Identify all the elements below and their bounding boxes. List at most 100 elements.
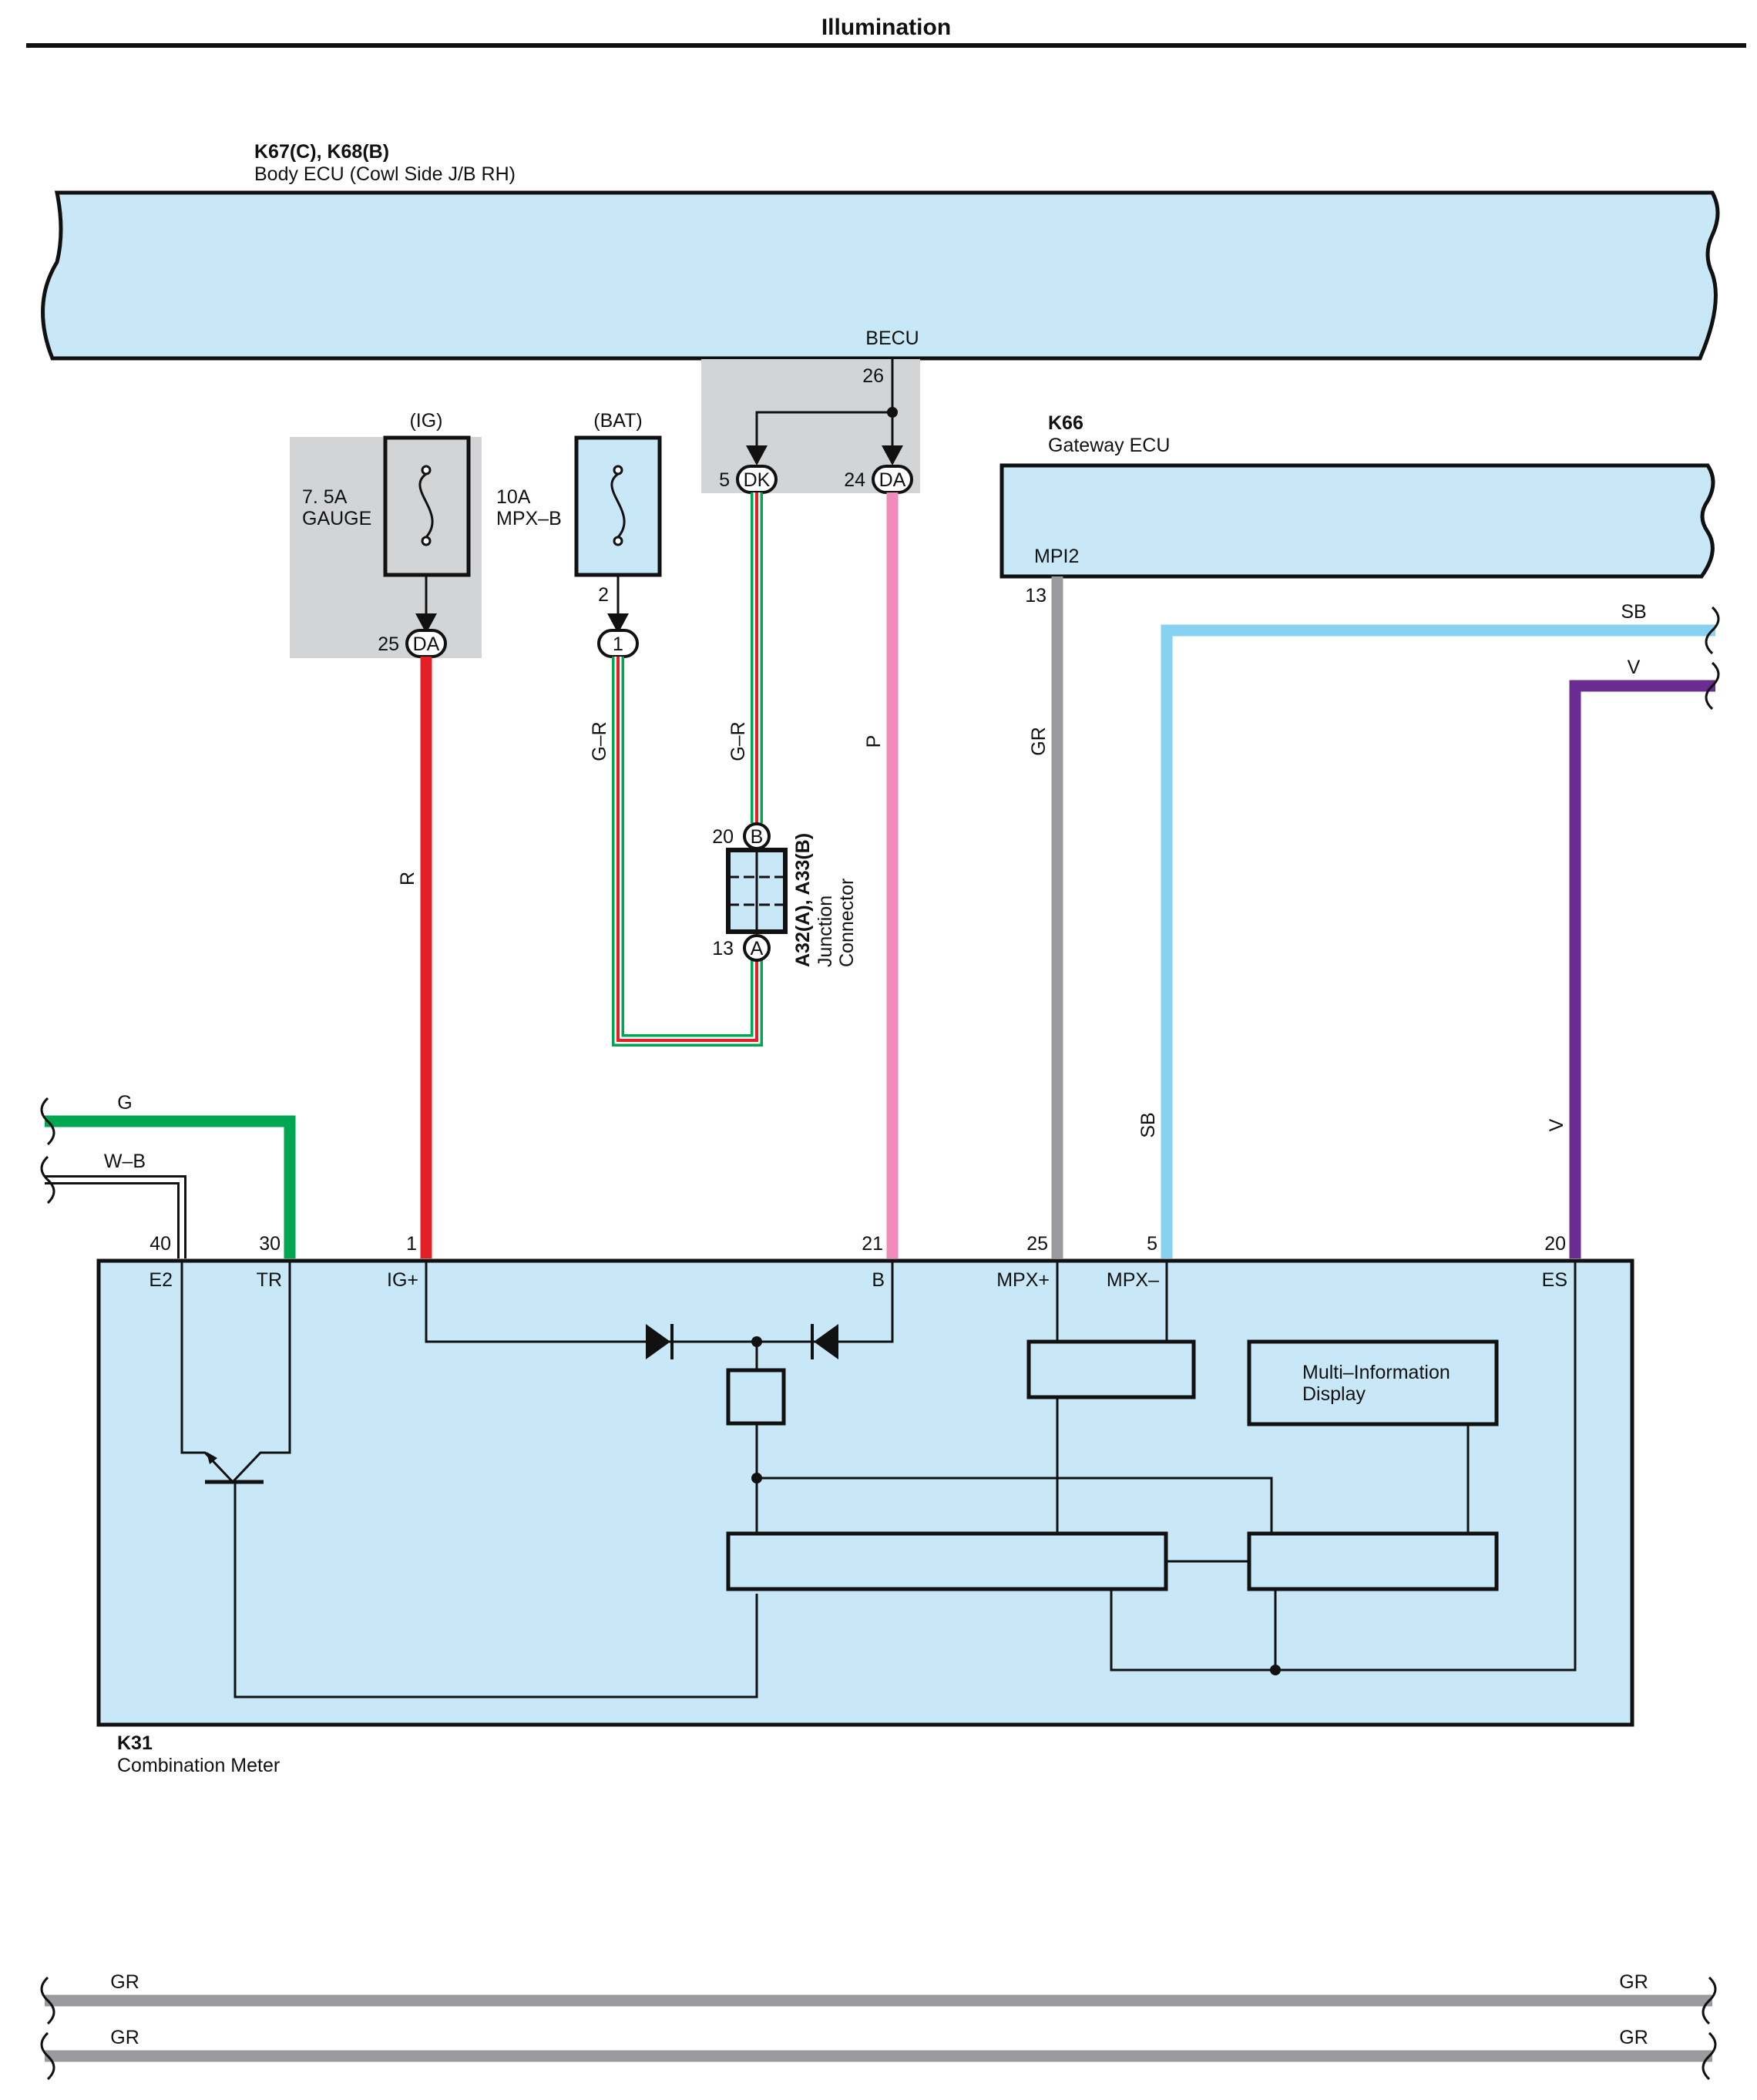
multi-info-display-label-2: Display (1302, 1383, 1366, 1405)
bottom-gr-1-right-label: GR (1619, 1971, 1648, 1993)
wire-g (45, 1115, 296, 1258)
meter-term-es: ES (1542, 1269, 1567, 1291)
fuse-ig-rating: 7. 5A (302, 486, 348, 508)
wire-wb-label: W–B (104, 1151, 146, 1172)
meter-name: Combination Meter (117, 1755, 280, 1776)
fuse-ig-header: (IG) (409, 410, 442, 432)
wire-sb-label: SB (1137, 1112, 1159, 1137)
wire-sb-break (1705, 606, 1720, 655)
wire-wb-inner (45, 1178, 184, 1258)
junction-conn-bottom-label: A (751, 938, 764, 959)
wire-v-right-label: V (1628, 657, 1641, 678)
diode-right (814, 1324, 838, 1359)
cpu-box (726, 1531, 1168, 1591)
wire-gr-dk-label: G–R (727, 721, 749, 761)
regulator-box (726, 1368, 786, 1426)
meter-term-e2: E2 (149, 1269, 173, 1291)
multi-info-display-box (1247, 1339, 1499, 1426)
fuse-ig-term-bottom (421, 536, 432, 546)
bottom-gr-1-left-label: GR (110, 1971, 139, 1993)
fuse-ig-conn-label: DA (413, 633, 440, 655)
meter-term-ig: IG+ (387, 1269, 418, 1291)
wire-gr-gateway-label: GR (1028, 727, 1050, 756)
bottom-gr-2-left-label: GR (110, 2027, 139, 2048)
da24-conn-label: DA (879, 469, 906, 491)
fuse-bat-name: MPX–B (496, 508, 562, 529)
meter-pin-mpxp: 25 (1026, 1233, 1048, 1255)
fuse-bat-box (574, 435, 662, 577)
power-line-right (757, 1477, 1273, 1534)
fuse-bat-pin: 2 (598, 584, 609, 606)
wire-sb-right-label: SB (1621, 601, 1646, 623)
fuse-bat-rating: 10A (496, 486, 531, 508)
gateway-terminal: MPI2 (1034, 546, 1079, 567)
transistor-emitter (180, 1262, 234, 1483)
meter-code: K31 (117, 1732, 153, 1754)
body-ecu-box (41, 190, 1720, 361)
meter-pin-ig: 1 (406, 1233, 417, 1255)
gateway-box (999, 463, 1715, 579)
fuse-ig-arrow (415, 613, 437, 633)
bottom-gr-1-break-left (40, 1976, 55, 2025)
meter-term-tr: TR (257, 1269, 282, 1291)
wire-v-label: V (1546, 1118, 1567, 1131)
wire-sb (1161, 624, 1715, 1258)
driver-box (1247, 1531, 1499, 1591)
wire-p-label: P (863, 735, 885, 748)
fuse-ig-name: GAUGE (302, 508, 371, 529)
gateway-pin: 13 (1025, 585, 1046, 606)
meter-term-b: B (872, 1269, 885, 1291)
wire-g-break (40, 1097, 55, 1146)
junction-name-1: Junction (815, 895, 836, 967)
wire-gr-bat-label: G–R (589, 721, 610, 761)
page-title: Illumination (821, 15, 951, 40)
wire-v-break (1705, 661, 1720, 711)
dk-conn-label: DK (744, 469, 771, 491)
meter-pin-b: 21 (862, 1233, 883, 1255)
fuse-ig-element (418, 472, 434, 538)
mpx-interface-box (1026, 1339, 1196, 1399)
wire-gr-bat-stripe (616, 657, 758, 1042)
diode-left (646, 1324, 670, 1359)
meter-pin-e2: 40 (149, 1233, 171, 1255)
bottom-gr-2-right-label: GR (1619, 2027, 1648, 2048)
bottom-gr-1-break-right (1702, 1976, 1717, 2025)
becu-branch-left (755, 411, 892, 447)
becu-pin: 26 (862, 365, 884, 387)
meter-box (96, 1258, 1634, 1727)
multi-info-display-label-1: Multi–Information (1302, 1362, 1450, 1383)
body-ecu-name: Body ECU (Cowl Side J/B RH) (254, 163, 516, 185)
meter-term-mpxn: MPX– (1107, 1269, 1159, 1291)
bottom-gr-2-break-right (1702, 2031, 1717, 2081)
meter-pin-tr: 30 (259, 1233, 281, 1255)
becu-arrow-right (882, 445, 903, 465)
junction-conn-top-label: B (751, 826, 764, 848)
gateway-name: Gateway ECU (1048, 435, 1170, 456)
dk-pin: 5 (719, 469, 730, 491)
junction-conn-bottom (743, 934, 771, 962)
junction-pin-top: 20 (712, 826, 734, 848)
meter-term-mpxp: MPX+ (996, 1269, 1050, 1291)
meter-pin-mpxn: 5 (1147, 1233, 1157, 1255)
junction-code: A32(A), A33(B) (792, 833, 814, 967)
transistor-base-lead (233, 1482, 758, 1698)
meter-pin-es: 20 (1544, 1233, 1566, 1255)
wire-wb-break (40, 1155, 55, 1205)
transistor-arrow (207, 1452, 217, 1464)
transistor-collector (231, 1262, 291, 1483)
return-node-dot (1270, 1665, 1281, 1675)
wire-r-label: R (397, 872, 418, 885)
junction-name-2: Connector (836, 879, 858, 967)
body-ecu-code: K67(C), K68(B) (254, 141, 389, 163)
fuse-ig-pin: 25 (378, 633, 399, 655)
fuse-bat-term-bottom (613, 536, 623, 546)
wire-v (1569, 680, 1715, 1258)
fuse-bat-conn-label: 1 (613, 633, 623, 655)
fuse-ig-term-top (421, 465, 432, 475)
title-rule (26, 43, 1746, 48)
bottom-gr-2-break-left (40, 2031, 55, 2081)
fuse-bat-header: (BAT) (593, 410, 642, 432)
cpu-return (1110, 1262, 1577, 1672)
fuse-bat-element (610, 472, 626, 538)
da24-pin: 24 (844, 469, 865, 491)
